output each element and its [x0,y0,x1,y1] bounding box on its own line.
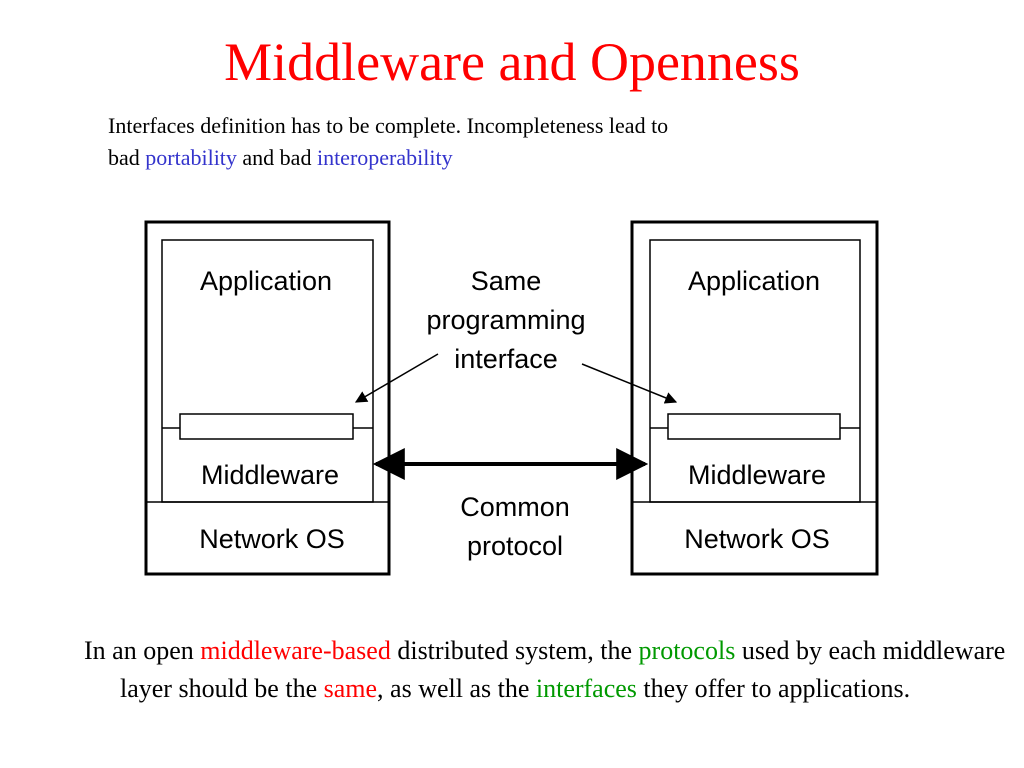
slide-title: Middleware and Openness [224,32,800,92]
left-application-label: Application [200,266,332,296]
protocol-label-line2: protocol [467,531,563,561]
left-host: Application Middleware Network OS [144,220,391,576]
right-host: Application Middleware Network OS [630,220,879,576]
right-interface-bar [667,413,841,440]
left-network-os-label: Network OS [199,524,345,554]
right-network-os-label: Network OS [684,524,830,554]
term-same: same [323,674,378,703]
bullet-text-part: they offer to applications. [643,674,911,703]
bullet-text-part: used by each middleware layer should be … [120,636,1006,703]
bullet-text-part: , as well as the [377,674,530,703]
left-middleware-label: Middleware [201,460,339,490]
right-middleware-label: Middleware [688,460,826,490]
term-middleware-based: middleware-based [200,636,391,665]
interface-label-line3: interface [454,344,558,374]
left-interface-bar [179,413,354,440]
right-application-label: Application [688,266,820,296]
term-portability: portability [145,145,237,170]
left-interface-pointer-arrow [354,353,439,403]
right-interface-pointer-arrow [581,363,678,404]
subtitle-and-bad: and bad [242,145,312,170]
bullet-text-part: In an open [84,636,194,665]
bullet-text: In an open middleware-based distributed … [84,632,1020,708]
bullet-text-part: distributed system, the [397,636,633,665]
interface-label-line2: programming [426,305,585,335]
term-interoperability: interoperability [316,145,453,170]
protocol-label-line1: Common [460,492,570,522]
subtitle-bad-1: bad [108,145,140,170]
subtitle-line1: Interfaces definition has to be complete… [108,113,669,138]
subtitle: Interfaces definition has to be complete… [108,110,868,174]
interface-label-line1: Same [471,266,542,296]
term-protocols: protocols [638,636,736,665]
term-interfaces: interfaces [535,674,637,703]
left-host-inner-box [161,239,374,503]
